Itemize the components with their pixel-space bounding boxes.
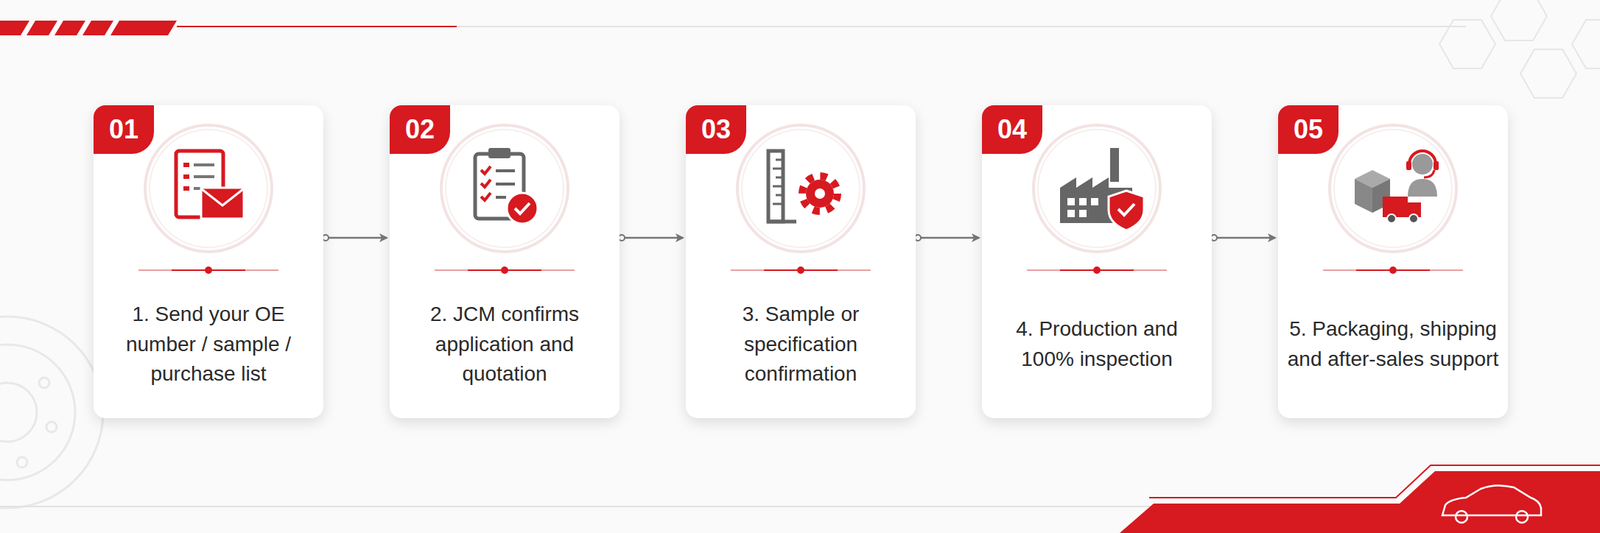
step-number: 05 [1293, 114, 1324, 146]
step-number: 03 [701, 114, 731, 146]
card-text-region: 5. Packaging, shipping and after-sales s… [1285, 295, 1501, 395]
step-number: 04 [997, 114, 1027, 146]
step-badge: 01 [93, 105, 154, 154]
process-card: 2. JCM confirms application and quotatio… [389, 105, 620, 419]
process-card: 4. Production and 100% inspection 04 [981, 105, 1212, 419]
step-text: 3. Sample or specification confirmation [693, 299, 909, 390]
step-text: 4. Production and 100% inspection [989, 314, 1205, 375]
flow-arrow [1213, 237, 1276, 240]
process-card: 5. Packaging, shipping and after-sales s… [1278, 105, 1508, 419]
step-number: 02 [405, 114, 435, 146]
flow-arrow [621, 237, 683, 240]
step-badge: 02 [389, 105, 451, 154]
step-text: 2. JCM confirms application and quotatio… [397, 299, 613, 390]
step-badge: 03 [685, 105, 747, 154]
process-card: 1. Send your OE number / sample / purcha… [93, 105, 324, 419]
card-text-region: 2. JCM confirms application and quotatio… [397, 295, 613, 395]
flow-arrow [917, 237, 980, 240]
card-text-region: 1. Send your OE number / sample / purcha… [100, 295, 317, 395]
step-text: 5. Packaging, shipping and after-sales s… [1285, 314, 1501, 375]
step-number: 01 [109, 114, 139, 146]
card-text-region: 4. Production and 100% inspection [989, 295, 1205, 395]
step-text: 1. Send your OE number / sample / purcha… [100, 299, 317, 390]
step-badge: 05 [1278, 105, 1339, 154]
step-badge: 04 [981, 105, 1043, 154]
process-card: 3. Sample or specification confirmation 0… [685, 105, 916, 419]
card-text-region: 3. Sample or specification confirmation [693, 295, 909, 395]
flow-arrow [325, 237, 387, 240]
